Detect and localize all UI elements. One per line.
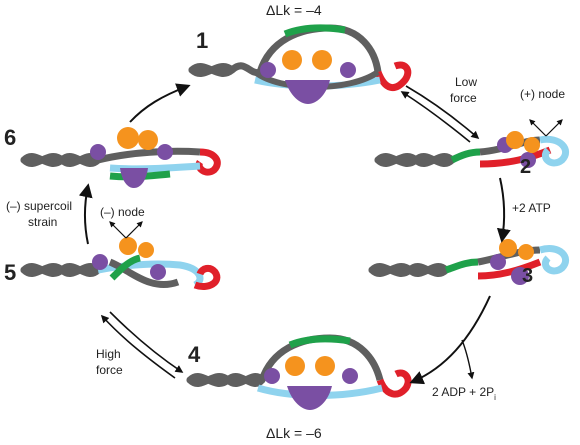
linking-number-bottom: ΔLk = –6 [266,425,322,441]
arrow-3-to-4 [409,295,491,385]
state-label-6: 6 [4,125,16,150]
arrow-4-to-5 [100,314,176,379]
arrow-6-to-1 [129,83,191,123]
state-label-4: 4 [188,342,201,367]
arrow-1-to-2 [405,85,480,140]
state-1-complex [188,24,412,104]
supercoil-label-2: strain [28,215,57,229]
state-2-complex [374,131,570,168]
supercoil-label-1: (–) supercoil [6,199,72,213]
minus-node-label: (–) node [100,205,145,219]
state-label-5: 5 [4,260,16,285]
arrow-2-to-1 [400,91,471,143]
minus-node-arrow-left [109,221,127,239]
minus-node-arrow-right [125,221,143,239]
linking-number-top: ΔLk = –4 [266,2,322,18]
state-3-complex [368,239,570,285]
state-5-complex [20,237,221,290]
state-4-complex [186,334,412,410]
state-label-2: 2 [520,156,531,178]
state-label-3: 3 [522,265,533,287]
arrow-5-to-4 [109,311,184,373]
arrow-adp-release [461,339,475,380]
low-force-label-2: force [450,91,477,105]
adp-label: 2 ADP + 2Pi [432,385,496,402]
plus-node-arrow-up [545,119,563,137]
atp-label: +2 ATP [512,201,551,215]
state-6-complex [20,127,221,188]
low-force-label-1: Low [455,75,477,89]
adp-subscript: i [494,393,496,402]
plus-node-label: (+) node [520,87,565,101]
high-force-label-2: force [96,363,123,377]
plus-node-arrow-down [529,119,547,137]
arrow-5-to-6 [78,183,93,245]
state-label-1: 1 [196,28,208,53]
arrow-2-to-3 [496,177,511,243]
high-force-label-1: High [96,347,121,361]
